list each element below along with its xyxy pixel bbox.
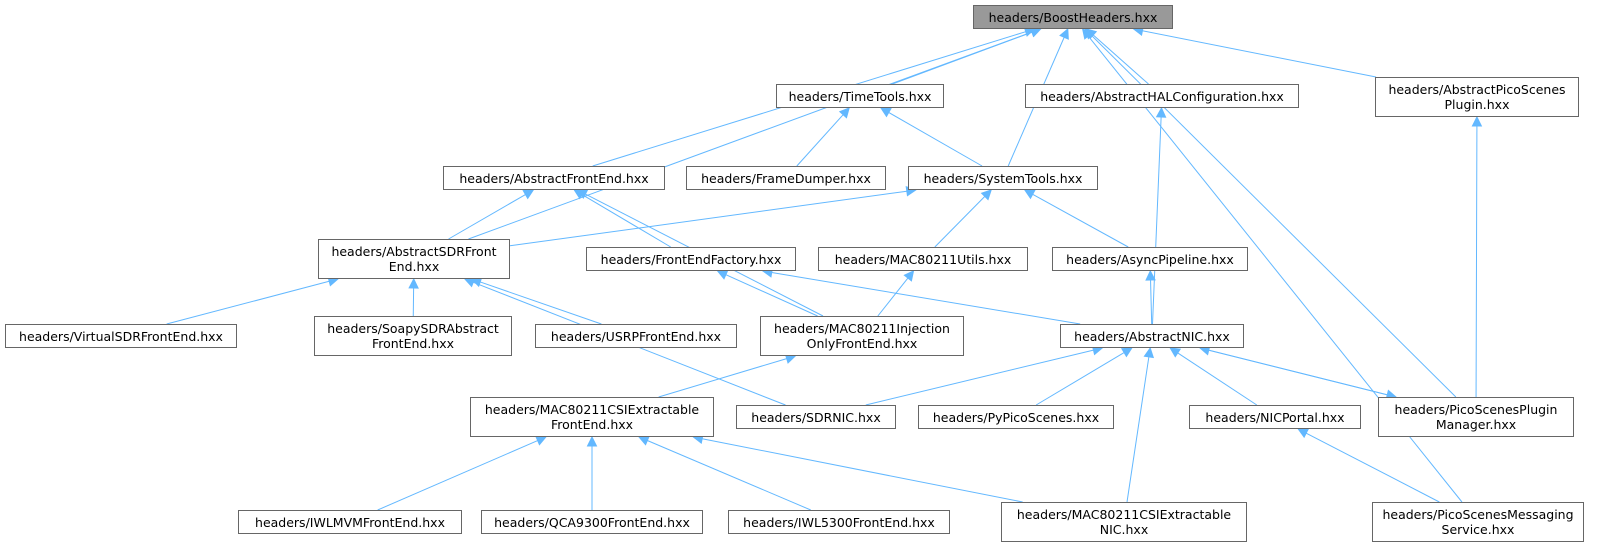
edge-async-anic [1145, 269, 1156, 325]
node-mac80211-csi-extractable-nic[interactable]: headers/MAC80211CSIExtractable NIC.hxx [1001, 502, 1247, 542]
edge-anic-csinic [1126, 346, 1155, 503]
edge-csife-qca [586, 435, 598, 510]
node-time-tools[interactable]: headers/TimeTools.hxx [776, 84, 944, 108]
edge-boost-halconf [1085, 28, 1149, 85]
edge-macutil-inj [877, 270, 915, 317]
edge-asdr-vsdr [166, 276, 339, 325]
node-qca9300-front-end[interactable]: headers/QCA9300FrontEnd.hxx [481, 510, 703, 534]
edge-sys-macutil [934, 189, 992, 248]
edge-csife-iwl5300 [638, 435, 811, 511]
node-abstract-front-end[interactable]: headers/AbstractFrontEnd.hxx [443, 166, 665, 190]
edge-pmgr-anic [1199, 347, 1398, 400]
edge-afe-asdr [448, 189, 535, 240]
node-iwl5300-front-end[interactable]: headers/IWL5300FrontEnd.hxx [728, 510, 950, 534]
edge-csife-csinic [692, 433, 1023, 503]
node-soapy-sdr-abstract-front-end[interactable]: headers/SoapySDRAbstract FrontEnd.hxx [314, 316, 512, 356]
node-py-picoscenes[interactable]: headers/PyPicoScenes.hxx [918, 405, 1114, 429]
node-abstract-nic[interactable]: headers/AbstractNIC.hxx [1060, 324, 1244, 348]
node-mac80211-injection-only-front-end[interactable]: headers/MAC80211Injection OnlyFrontEnd.h… [760, 316, 964, 356]
edge-asdr-soapy [408, 277, 419, 317]
edge-portal-msg [1297, 428, 1440, 503]
edge-inj-csife [658, 353, 797, 398]
edge-sys-async [1023, 189, 1129, 248]
node-sdr-nic[interactable]: headers/SDRNIC.hxx [736, 405, 896, 429]
edge-afe-fef [573, 189, 671, 248]
node-frame-dumper[interactable]: headers/FrameDumper.hxx [686, 166, 886, 190]
edge-time-dumper [796, 107, 850, 167]
edge-time-sys [879, 107, 983, 167]
edge-csife-iwlmvm [377, 435, 547, 511]
edge-anic-py [1035, 347, 1133, 406]
node-abstract-hal-configuration[interactable]: headers/AbstractHALConfiguration.hxx [1025, 84, 1299, 108]
node-virtual-sdr-front-end[interactable]: headers/VirtualSDRFrontEnd.hxx [5, 324, 237, 348]
node-nic-portal[interactable]: headers/NICPortal.hxx [1189, 405, 1361, 429]
edge-plugin-pmgr [1471, 115, 1483, 398]
edge-halconf-anic [1152, 106, 1167, 325]
edge-sys-asdr [509, 186, 917, 247]
node-iwlmvm-front-end[interactable]: headers/IWLMVMFrontEnd.hxx [238, 510, 462, 534]
node-mac80211-csi-extractable-front-end[interactable]: headers/MAC80211CSIExtractable FrontEnd.… [470, 397, 714, 437]
edge-boost-plugin [1132, 25, 1377, 78]
node-front-end-factory[interactable]: headers/FrontEndFactory.hxx [586, 247, 796, 271]
node-mac80211-utils[interactable]: headers/MAC80211Utils.hxx [818, 247, 1028, 271]
edge-anic-portal [1169, 347, 1258, 406]
node-usrp-front-end[interactable]: headers/USRPFrontEnd.hxx [535, 324, 737, 348]
node-system-tools[interactable]: headers/SystemTools.hxx [908, 166, 1098, 190]
node-async-pipeline[interactable]: headers/AsyncPipeline.hxx [1052, 247, 1248, 271]
node-abstract-sdr-front-end[interactable]: headers/AbstractSDRFront End.hxx [318, 239, 510, 279]
node-boost-headers[interactable]: headers/BoostHeaders.hxx [973, 5, 1173, 29]
node-picoscenes-plugin-manager[interactable]: headers/PicoScenesPlugin Manager.hxx [1378, 397, 1574, 437]
node-abstract-picoscenes-plugin[interactable]: headers/AbstractPicoScenes Plugin.hxx [1375, 77, 1579, 117]
node-picoscenes-messaging-service[interactable]: headers/PicoScenesMessaging Service.hxx [1372, 502, 1584, 542]
edge-boost-asdr [468, 27, 1042, 240]
